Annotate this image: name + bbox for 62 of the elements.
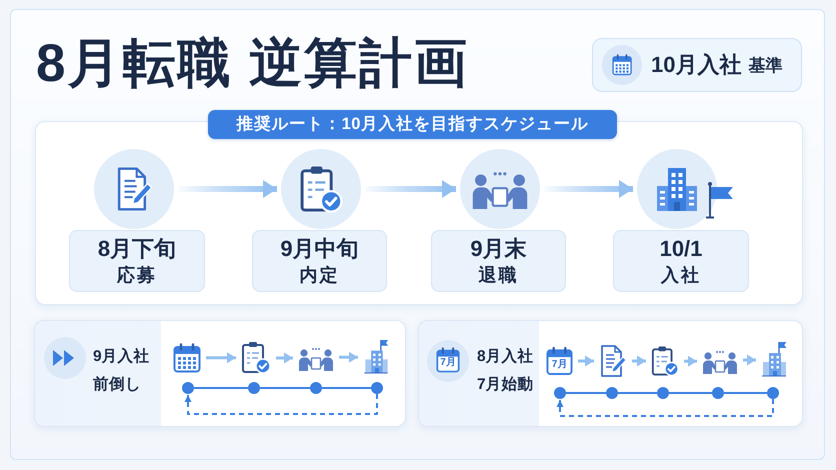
step-card — [613, 230, 749, 292]
step-date: 9月中旬 — [280, 234, 359, 262]
clipboard-check-icon — [241, 341, 271, 374]
connector-line — [566, 392, 606, 394]
timeline-dot — [606, 387, 618, 399]
step-name: 退職 — [478, 264, 518, 286]
dashed-arrow — [556, 399, 774, 417]
plan-panel — [418, 320, 803, 427]
arrow — [365, 180, 456, 198]
plan-panel — [34, 320, 406, 427]
step-card — [431, 230, 566, 292]
step-name: 入社 — [661, 264, 701, 286]
arrow — [684, 356, 697, 367]
document-pen-icon — [599, 344, 627, 378]
arrow — [632, 356, 646, 366]
plan-subtitle: 前倒し — [93, 375, 141, 395]
calendar-icon — [173, 343, 201, 373]
month-text: 7月 — [550, 358, 568, 371]
target-date: 10月入社 — [651, 51, 742, 79]
connector-line — [724, 392, 767, 394]
connector-line — [322, 387, 371, 389]
step-card — [252, 230, 387, 292]
arrow — [544, 180, 633, 198]
plan-title: 9月入社 — [93, 346, 150, 367]
timeline-dot — [310, 382, 322, 394]
arrow — [339, 352, 358, 363]
timeline-dot — [371, 382, 383, 394]
building-flag-icon — [761, 340, 787, 377]
step-name: 応募 — [117, 264, 157, 286]
timeline-dot — [657, 387, 669, 399]
basis-label: 基準 — [748, 54, 782, 76]
step-date: 9月末 — [470, 234, 527, 262]
title: 8月転職 逆算計画 — [36, 33, 470, 95]
building-flag-icon — [363, 338, 389, 374]
arrow — [276, 352, 293, 364]
step-date: 10/1 — [660, 234, 702, 262]
connector-line — [194, 387, 248, 389]
month-text: 7月 — [439, 357, 457, 370]
plan-title: 8月入社 — [477, 346, 534, 367]
connector-line — [260, 387, 310, 389]
arrow — [206, 352, 236, 364]
clipboard-check-icon — [651, 345, 679, 377]
people-document-icon — [298, 346, 334, 371]
dashed-arrow — [184, 394, 378, 415]
timeline-dot — [767, 387, 779, 399]
step-date: 8月下旬 — [98, 234, 176, 262]
connector-line — [618, 392, 657, 394]
info-badge — [592, 38, 802, 92]
timeline-dot — [248, 382, 260, 394]
arrow — [743, 354, 756, 366]
timeline-dot — [554, 387, 566, 399]
step-card — [69, 230, 205, 292]
arrow — [178, 180, 277, 198]
plan-subtitle: 7月始動 — [477, 375, 534, 395]
timeline-dot — [712, 387, 724, 399]
timeline-dot — [182, 382, 194, 394]
step-name: 内定 — [300, 264, 340, 286]
arrow — [578, 356, 594, 366]
heading-banner: 推奨ルート：10月入社を目指すスケジュール — [208, 110, 617, 139]
icon-circle — [427, 340, 469, 382]
connector-line — [669, 392, 712, 394]
people-document-icon — [702, 349, 738, 374]
